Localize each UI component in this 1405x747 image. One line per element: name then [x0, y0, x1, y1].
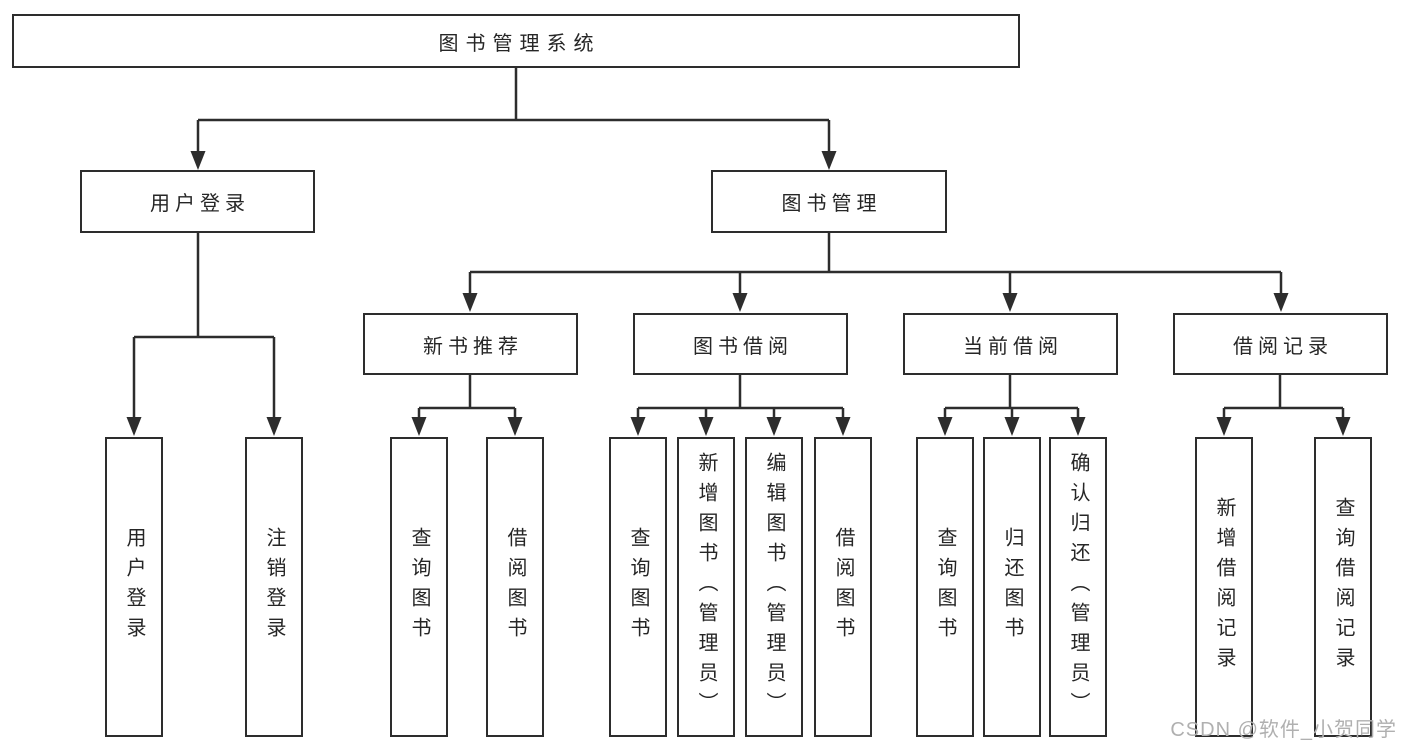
leaf-borrow-book-label: 借阅图书: [832, 527, 854, 647]
node-user-login-label: 用户登录: [150, 193, 250, 215]
node-user-login: 用户登录: [80, 170, 315, 233]
leaf-edit-book-admin-label: 编辑图书（管理员）: [763, 452, 785, 722]
leaf-recommend-borrow-book: 借阅图书: [486, 437, 544, 737]
leaf-query-borrow-record-label: 查询借阅记录: [1332, 497, 1354, 677]
node-borrow-record: 借阅记录: [1173, 313, 1388, 375]
leaf-confirm-return-admin-label: 确认归还（管理员）: [1067, 452, 1089, 722]
node-new-book-recommend-label: 新书推荐: [423, 335, 523, 358]
connector-borrow-record-branch: [1216, 375, 1351, 436]
leaf-recommend-query-book-label: 查询图书: [408, 527, 430, 647]
leaf-borrow-query-book-label: 查询图书: [627, 527, 649, 647]
leaf-logout-label: 注销登录: [263, 527, 285, 647]
leaf-user-login: 用户登录: [105, 437, 163, 737]
connector-root-branch: [190, 68, 837, 170]
leaf-add-borrow-record-label: 新增借阅记录: [1213, 497, 1235, 677]
node-book-management: 图书管理: [711, 170, 947, 233]
csdn-watermark: CSDN @软件_小贺同学: [1170, 719, 1397, 741]
leaf-borrow-query-book: 查询图书: [609, 437, 667, 737]
node-root-label: 图书管理系统: [438, 32, 601, 55]
node-current-borrow-label: 当前借阅: [963, 335, 1063, 358]
connector-current-borrow-branch: [937, 375, 1086, 436]
leaf-recommend-borrow-book-label: 借阅图书: [504, 527, 526, 647]
connector-user-login-branch: [126, 233, 282, 436]
leaf-current-query-book: 查询图书: [916, 437, 974, 737]
leaf-add-book-admin-label: 新增图书（管理员）: [695, 452, 717, 722]
node-book-borrow: 图书借阅: [633, 313, 848, 375]
leaf-add-borrow-record: 新增借阅记录: [1195, 437, 1253, 737]
connector-book-borrow-branch: [630, 375, 851, 436]
connector-new-book-rec-branch: [411, 375, 523, 436]
leaf-borrow-book: 借阅图书: [814, 437, 872, 737]
leaf-user-login-label: 用户登录: [123, 527, 145, 647]
leaf-edit-book-admin: 编辑图书（管理员）: [745, 437, 803, 737]
leaf-return-book: 归还图书: [983, 437, 1041, 737]
leaf-add-book-admin: 新增图书（管理员）: [677, 437, 735, 737]
leaf-recommend-query-book: 查询图书: [390, 437, 448, 737]
node-book-borrow-label: 图书借阅: [693, 335, 793, 358]
node-root: 图书管理系统: [12, 14, 1020, 68]
leaf-return-book-label: 归还图书: [1001, 527, 1023, 647]
leaf-confirm-return-admin: 确认归还（管理员）: [1049, 437, 1107, 737]
leaf-current-query-book-label: 查询图书: [934, 527, 956, 647]
node-borrow-record-label: 借阅记录: [1233, 335, 1333, 358]
node-current-borrow: 当前借阅: [903, 313, 1118, 375]
leaf-query-borrow-record: 查询借阅记录: [1314, 437, 1372, 737]
node-new-book-recommend: 新书推荐: [363, 313, 578, 375]
connector-book-mgmt-branch: [462, 233, 1289, 312]
leaf-logout: 注销登录: [245, 437, 303, 737]
node-book-management-label: 图书管理: [781, 193, 882, 215]
